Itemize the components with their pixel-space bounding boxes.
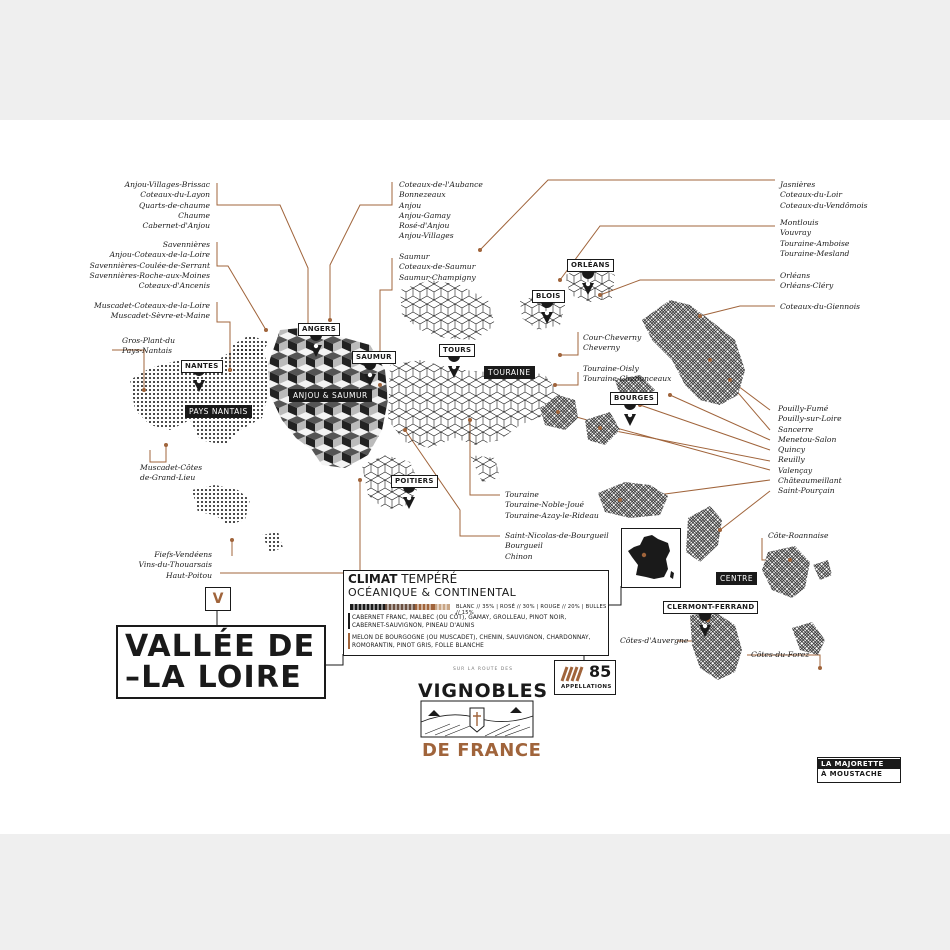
centre-area: [540, 300, 832, 680]
city-label-bourges: BOURGES: [610, 392, 659, 405]
pays-nantais-area: [130, 335, 283, 552]
city-label-nantes: NANTES: [181, 360, 223, 373]
wine-split-bar: [350, 604, 450, 610]
region-label-anjou-saumur: ANJOU & SAUMUR: [289, 389, 372, 402]
pin-blois: [541, 296, 554, 324]
france-silhouette: [628, 535, 674, 579]
pin-clermont: [699, 609, 712, 637]
pin-tours: [448, 350, 461, 378]
region-label-centre: CENTRE: [716, 572, 758, 585]
city-label-tours: TOURS: [439, 344, 476, 357]
pin-angers: [310, 329, 323, 357]
title-line-1: VALLÉE DE: [125, 629, 316, 664]
red-grapes-marker: [348, 613, 350, 629]
bottles-icon: [560, 666, 584, 682]
white-grapes-list: MELON DE BOURGOGNE (OU MUSCADET), CHENIN…: [352, 635, 591, 649]
pin-orleans: [582, 267, 595, 295]
logo-title: VIGNOBLES: [418, 680, 548, 702]
france-locator-map: [621, 528, 681, 588]
wine-split-text: BLANC // 35% | ROSÉ // 30% | ROUGE // 20…: [456, 604, 607, 616]
appellations-count: 85: [589, 662, 612, 681]
city-label-saumur: SAUMUR: [352, 351, 396, 364]
region-label-touraine: TOURAINE: [484, 366, 535, 379]
page-title: VALLÉE DE –LA LOIRE: [116, 625, 326, 699]
appellation-group-roannaise: Côte-Roannaise: [768, 531, 829, 540]
logo-subtitle: DE FRANCE: [422, 740, 542, 761]
appellation-group-forez: Côtes-du-Forez: [751, 650, 810, 659]
climate-subheading: OCÉANIQUE & CONTINENTAL: [348, 586, 517, 599]
publisher-logo: LA MAJORETTE À MOUSTACHE: [817, 757, 901, 783]
climate-box: CLIMAT TEMPÉRÉ OCÉANIQUE & CONTINENTAL B…: [343, 570, 609, 656]
appellation-group-auvergne: Côtes-d'Auvergne: [620, 636, 689, 645]
appellations-count-box: 85 APPELLATIONS: [554, 660, 616, 695]
region-label-pays-nantais: PAYS NANTAIS: [185, 405, 252, 418]
city-label-orleans: ORLÉANS: [567, 259, 615, 272]
pin-poitiers: [403, 481, 416, 509]
title-line-2: –LA LOIRE: [125, 660, 302, 695]
appellation-group-giennois: Coteaux-du-Giennois: [780, 302, 861, 311]
region-letter-badge: V: [205, 587, 231, 611]
touraine-area: [362, 265, 615, 510]
city-label-poitiers: POITIERS: [391, 475, 438, 488]
publisher-line-1: LA MAJORETTE: [818, 759, 900, 769]
pin-bourges: [624, 398, 637, 426]
city-label-angers: ANGERS: [298, 323, 341, 336]
climate-heading: CLIMAT TEMPÉRÉ: [348, 572, 458, 586]
vineyard-illustration: [420, 700, 534, 738]
logo-tagline: SUR LA ROUTE DES: [453, 667, 513, 672]
city-label-clermont: CLERMONT-FERRAND: [663, 601, 759, 614]
publisher-line-2: À MOUSTACHE: [821, 770, 883, 778]
appellations-label: APPELLATIONS: [561, 684, 612, 690]
white-grapes-marker: [348, 633, 350, 649]
red-grapes-list: CABERNET FRANC, MALBEC (OU CÔT), GAMAY, …: [352, 615, 567, 629]
pin-saumur: [364, 358, 377, 386]
appellation-dots: [142, 248, 822, 670]
city-label-blois: BLOIS: [532, 290, 565, 303]
